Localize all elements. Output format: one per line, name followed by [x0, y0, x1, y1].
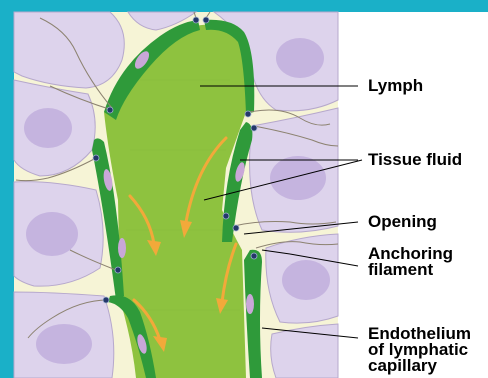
label-opening: Opening: [368, 214, 437, 230]
label-lymph: Lymph: [368, 78, 423, 94]
label-anchoring-filament-line2: filament: [368, 262, 433, 278]
endothelial-nucleus: [118, 238, 126, 258]
tissue-nucleus: [270, 156, 326, 200]
label-tissue-fluid: Tissue fluid: [368, 152, 462, 168]
tissue-nucleus: [24, 108, 72, 148]
tissue-nucleus: [282, 260, 330, 300]
label-endothelium-line3: capillary: [368, 358, 437, 374]
tissue-nucleus: [276, 38, 324, 78]
tissue-cell: [14, 12, 124, 88]
endothelial-nucleus: [246, 294, 254, 314]
tissue-nucleus: [36, 324, 92, 364]
tissue-nucleus: [26, 212, 78, 256]
